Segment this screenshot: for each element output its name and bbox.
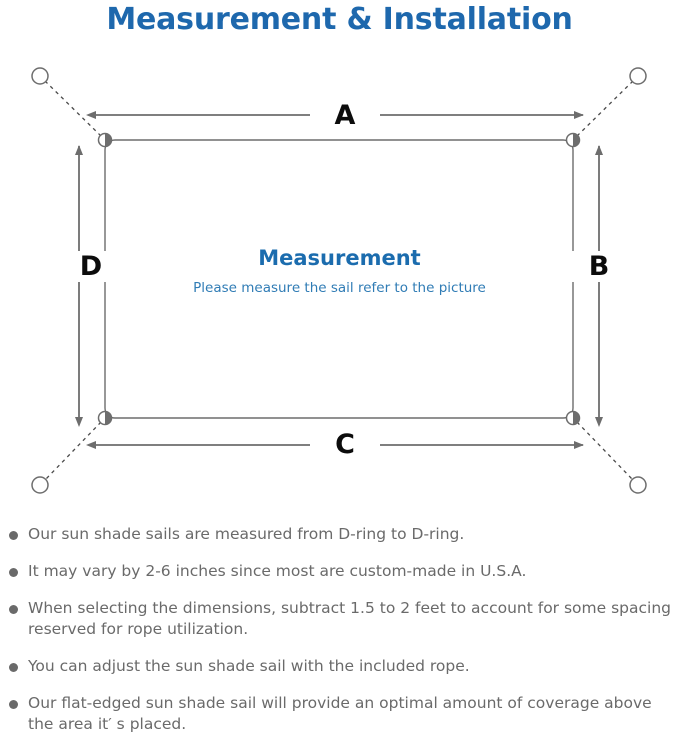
diagram-svg	[31, 67, 647, 494]
list-item: Our flat-edged sun shade sail will provi…	[0, 693, 679, 735]
page-title: Measurement & Installation	[106, 2, 573, 37]
diagram-center-subheading: Please measure the sail refer to the pic…	[193, 280, 486, 296]
anchor-point-top-left	[31, 67, 49, 85]
dimension-label-c: C	[310, 429, 380, 460]
dimension-label-b: B	[570, 251, 628, 282]
diagram-center-heading: Measurement	[258, 246, 421, 270]
anchor-point-bottom-left	[31, 476, 49, 494]
rope-line-bottom-left	[45, 421, 102, 480]
list-item-text: When selecting the dimensions, subtract …	[28, 599, 672, 638]
anchor-point-top-right	[629, 67, 647, 85]
list-item-text: Our flat-edged sun shade sail will provi…	[28, 694, 652, 733]
bullet-icon	[9, 700, 18, 709]
measurement-diagram: Measurement Please measure the sail refe…	[0, 46, 679, 516]
list-item: When selecting the dimensions, subtract …	[0, 598, 679, 640]
rope-line-top-left	[45, 81, 102, 137]
rope-line-top-right	[576, 81, 633, 137]
dimension-label-a: A	[310, 100, 380, 131]
bullet-icon	[9, 568, 18, 577]
list-item: Our sun shade sails are measured from D-…	[0, 524, 679, 545]
rope-line-bottom-right	[576, 421, 633, 480]
list-item-text: You can adjust the sun shade sail with t…	[28, 657, 470, 675]
list-item-text: It may vary by 2-6 inches since most are…	[28, 562, 527, 580]
list-item-text: Our sun shade sails are measured from D-…	[28, 525, 465, 543]
bullet-icon	[9, 663, 18, 672]
bullet-icon	[9, 531, 18, 540]
anchor-point-bottom-right	[629, 476, 647, 494]
bullet-icon	[9, 605, 18, 614]
list-item: You can adjust the sun shade sail with t…	[0, 656, 679, 677]
notes-list: Our sun shade sails are measured from D-…	[0, 524, 679, 735]
dimension-label-d: D	[62, 251, 120, 282]
list-item: It may vary by 2-6 inches since most are…	[0, 561, 679, 582]
